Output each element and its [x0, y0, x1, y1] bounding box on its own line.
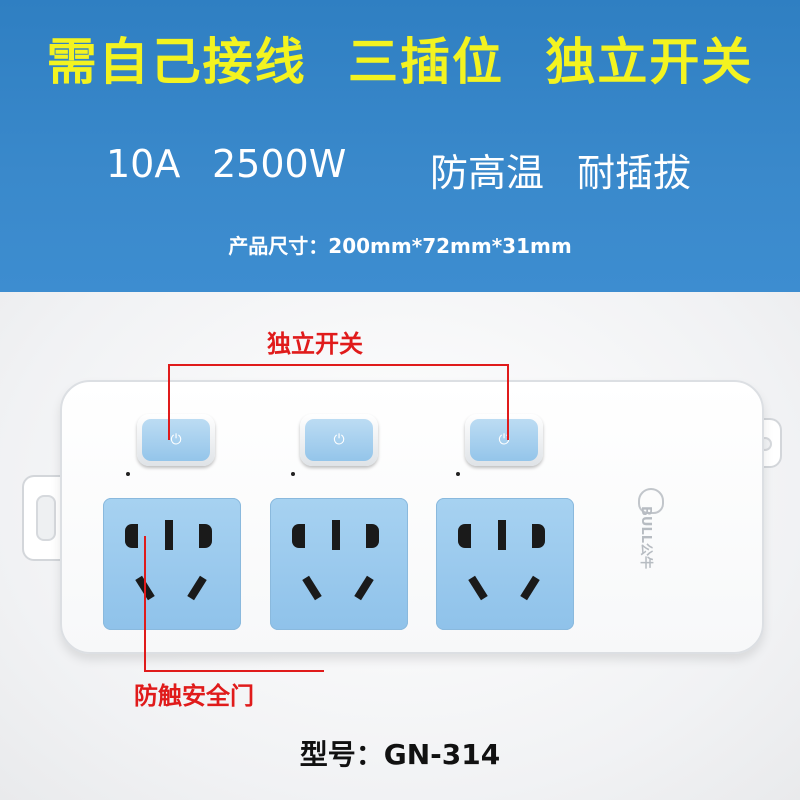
switch-2-cap: ⏻ — [305, 419, 373, 461]
socket-slot — [354, 575, 374, 601]
socket-slot — [332, 520, 340, 550]
socket-slot — [199, 524, 212, 548]
switch-3-cap: ⏻ — [470, 419, 538, 461]
spec-power: 2500W — [212, 142, 347, 186]
spec-current: 10A — [106, 142, 181, 186]
socket-slot — [165, 520, 173, 550]
switch-1[interactable]: ⏻ — [137, 414, 215, 466]
headline-wiring: 需自己接线 — [46, 33, 307, 91]
callout-shutter-line — [144, 670, 324, 672]
callout-shutter-label: 防触安全门 — [134, 682, 254, 710]
socket-slot — [366, 524, 379, 548]
power-icon: ⏻ — [498, 432, 510, 448]
model-number: 型号：GN-314 — [299, 738, 501, 771]
socket-slot — [125, 524, 138, 548]
brand-name: BULL公牛 — [638, 505, 654, 570]
switch-1-cap: ⏻ — [142, 419, 210, 461]
socket-slot — [468, 575, 488, 601]
indicator-dot — [291, 472, 295, 476]
socket-slot — [498, 520, 506, 550]
socket-3 — [436, 498, 574, 630]
bull-logo-icon — [638, 488, 664, 514]
socket-slot — [520, 575, 540, 601]
callout-switch-line — [507, 364, 509, 440]
callout-switch-label: 独立开关 — [267, 330, 363, 358]
power-icon: ⏻ — [170, 432, 182, 448]
switch-2[interactable]: ⏻ — [300, 414, 378, 466]
spec-durable: 耐插拔 — [577, 151, 692, 195]
indicator-dot — [456, 472, 460, 476]
socket-slot — [302, 575, 322, 601]
socket-slot — [292, 524, 305, 548]
socket-1 — [103, 498, 241, 630]
callout-switch-line — [168, 364, 170, 440]
socket-slot — [532, 524, 545, 548]
socket-slot — [458, 524, 471, 548]
brand-mark: BULL公牛 — [630, 450, 680, 569]
callout-switch-line — [168, 364, 509, 366]
product-size: 产品尺寸：200mm*72mm*31mm — [228, 234, 572, 258]
socket-2 — [270, 498, 408, 630]
headline: 需自己接线 三插位 独立开关 — [0, 22, 800, 94]
headline-switch: 独立开关 — [545, 33, 754, 91]
spec-heat: 防高温 — [430, 151, 545, 195]
headline-outlets: 三插位 — [348, 33, 504, 91]
socket-slot — [187, 575, 207, 601]
callout-shutter-line — [144, 536, 146, 672]
switch-3[interactable]: ⏻ — [465, 414, 543, 466]
top-banner: 需自己接线 三插位 独立开关 10A 2500W 防高温 耐插拔 产品尺寸：20… — [0, 0, 800, 292]
power-icon: ⏻ — [333, 432, 345, 448]
indicator-dot — [126, 472, 130, 476]
